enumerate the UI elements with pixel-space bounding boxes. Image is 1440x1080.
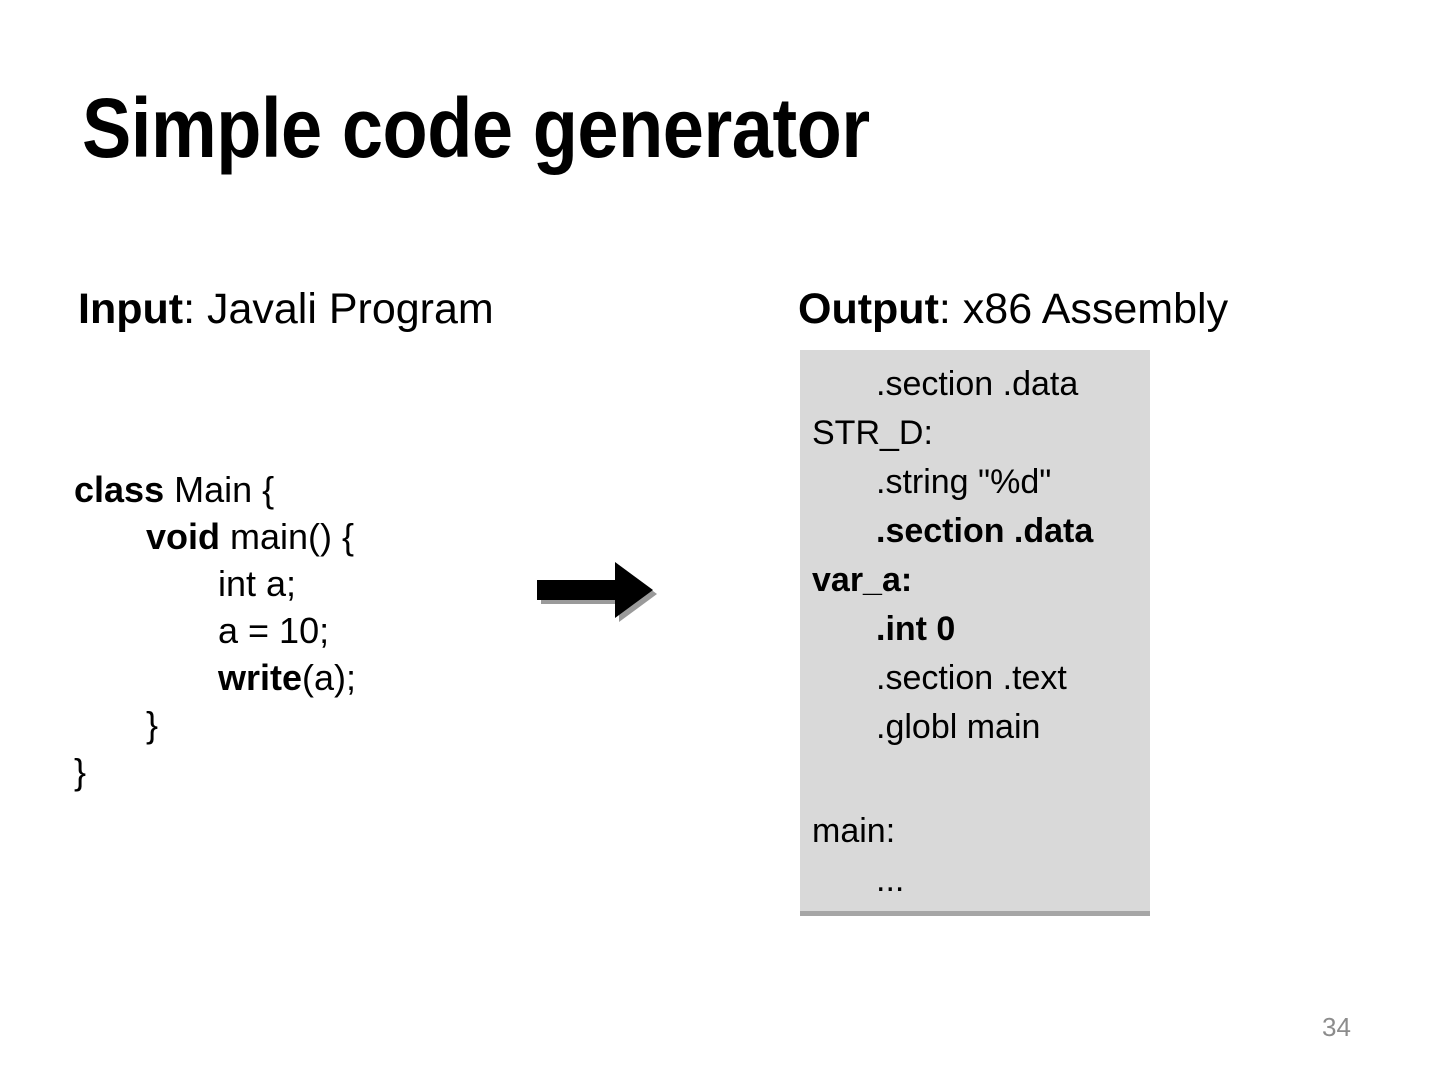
code-text: } bbox=[146, 704, 159, 745]
assembly-line bbox=[800, 758, 1150, 807]
assembly-line: var_a: bbox=[812, 561, 913, 599]
page-title: Simple code generator bbox=[82, 81, 870, 175]
code-text: (a); bbox=[302, 657, 357, 698]
output-heading-lead: Output bbox=[798, 285, 939, 333]
assembly-line: .string "%d" bbox=[876, 463, 1052, 501]
code-line: void main() { bbox=[74, 513, 356, 560]
code-text: int a; bbox=[218, 563, 297, 604]
code-line: a = 10; bbox=[74, 607, 356, 654]
assembly-line: main: bbox=[812, 812, 896, 850]
assembly-line: .section .data bbox=[876, 512, 1094, 550]
javali-source-code: class Main {void main() {int a;a = 10;wr… bbox=[74, 466, 356, 795]
page-number: 34 bbox=[1322, 1012, 1351, 1042]
output-heading-rest: : x86 Assembly bbox=[938, 285, 1229, 333]
code-keyword: class bbox=[74, 469, 165, 510]
code-line: class Main { bbox=[74, 466, 356, 513]
right-arrow-icon bbox=[533, 558, 657, 622]
assembly-line: .section .text bbox=[876, 659, 1067, 697]
code-text: Main { bbox=[164, 469, 275, 510]
code-text: main() { bbox=[220, 516, 355, 557]
code-keyword: write bbox=[218, 657, 303, 698]
assembly-line: .globl main bbox=[876, 708, 1041, 746]
input-heading-rest: : Javali Program bbox=[183, 285, 494, 333]
assembly-line: ... bbox=[876, 861, 905, 899]
input-heading-lead: Input bbox=[78, 285, 184, 333]
code-text: } bbox=[74, 751, 87, 792]
assembly-line: STR_D: bbox=[812, 414, 933, 452]
assembly-line: .section .data bbox=[876, 365, 1079, 403]
code-line: } bbox=[74, 701, 356, 748]
code-line: } bbox=[74, 748, 356, 795]
code-keyword: void bbox=[146, 516, 221, 557]
input-column-heading: Input: Javali Program bbox=[78, 288, 494, 331]
code-line: write(a); bbox=[74, 654, 356, 701]
assembly-line: .int 0 bbox=[876, 610, 956, 648]
code-line: int a; bbox=[74, 560, 356, 607]
code-text: a = 10; bbox=[218, 610, 330, 651]
output-column-heading: Output: x86 Assembly bbox=[798, 288, 1228, 331]
assembly-block-text-section: main:... bbox=[800, 748, 1150, 916]
